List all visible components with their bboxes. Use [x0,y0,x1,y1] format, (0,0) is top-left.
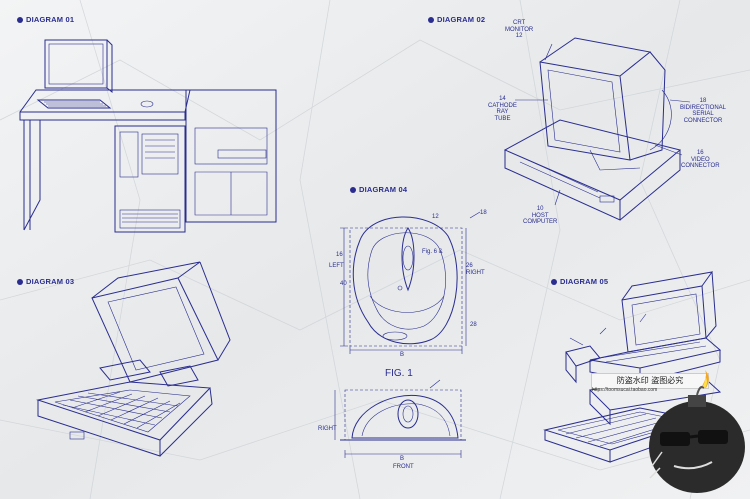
callout-crt-monitor: CRT MONITOR 12 [505,20,534,39]
diagram-04-label: DIAGRAM 04 [350,185,407,194]
bullet-dot-icon [17,16,23,23]
label-right-side: RIGHT [318,426,337,432]
callout-serial-connector: 18 BIDIRECTIONAL SERIAL CONNECTOR [680,98,727,124]
diagram-05-title: DIAGRAM 05 [560,277,609,286]
label-num-40: 40 [340,281,347,287]
label-num-28: 28 [470,322,477,328]
label-num-16: 16 [336,252,343,258]
label-num-18: 18 [480,210,487,216]
bullet-dot-icon [350,186,356,193]
diagram-04-title: DIAGRAM 04 [359,185,408,194]
label-fig6: Fig. 6 & [422,249,443,255]
bullet-dot-icon [17,278,23,285]
label-dimension-b-top: B [400,352,405,358]
label-left-top: LEFT [329,263,344,269]
diagram-02-label: DIAGRAM 02 [428,15,485,24]
callout-host-computer: 10 HOST COMPUTER [523,206,558,225]
diagram-01-label: DIAGRAM 01 [17,15,74,24]
label-num-26: 26 [466,263,473,269]
diagram-05-label: DIAGRAM 05 [551,277,608,286]
callout-cathode-ray-tube: 14 CATHODE RAY TUBE [488,96,517,122]
bullet-dot-icon [551,278,557,285]
figure-1-caption: FIG. 1 [385,368,413,379]
diagram-03-label: DIAGRAM 03 [17,277,74,286]
diagram-02-title: DIAGRAM 02 [437,15,486,24]
bullet-dot-icon [428,16,434,23]
label-num-12: 12 [432,214,439,220]
diagram-03-title: DIAGRAM 03 [26,277,75,286]
label-right-top: RIGHT [466,270,485,276]
diagram-01-title: DIAGRAM 01 [26,15,75,24]
label-front: FRONT [393,464,414,470]
label-dimension-b-side: B [400,456,405,462]
callout-video-connector: 16 VIDEO CONNECTOR [681,150,720,169]
watermark-url: https://toomsucai.taobao.com [592,387,658,393]
